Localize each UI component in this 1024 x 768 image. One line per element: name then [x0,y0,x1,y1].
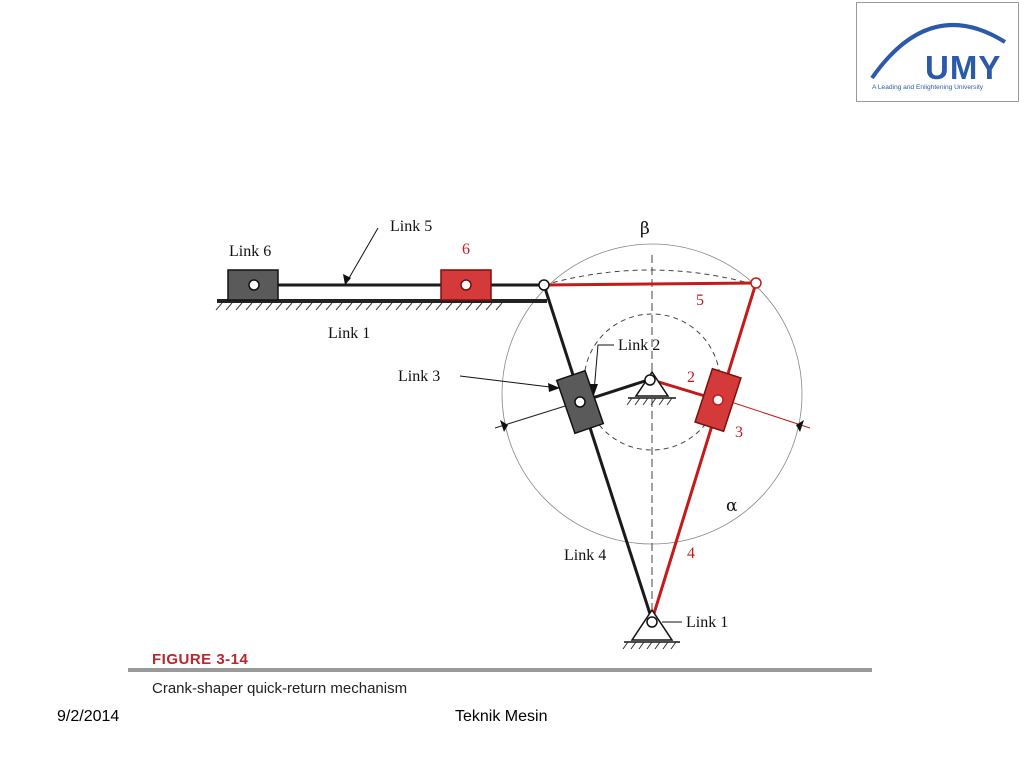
label-link5: Link 5 [390,218,433,235]
leader-link2-arrow [590,384,598,395]
label-link1-bottom: Link 1 [686,614,729,631]
joint-rocker-red [712,394,724,406]
leader-link5 [344,227,379,286]
label-link2: Link 2 [618,337,661,354]
arrow-right [796,420,804,432]
extreme-line-right [724,399,811,429]
label-red-5: 5 [696,292,704,309]
label-red-2: 2 [687,369,695,386]
figure-number: FIGURE 3-14 [152,651,249,668]
joint-top-red [750,277,762,289]
label-link4: Link 4 [564,547,607,564]
umy-logo-arc [870,23,1007,80]
caption-rule [128,668,872,672]
joint-link6 [248,279,260,291]
joint-top-black [538,279,550,291]
ground-hatch [215,302,503,311]
footer-date: 9/2/2014 [57,708,120,725]
label-red-4: 4 [687,545,695,562]
umy-logo [856,2,1019,102]
extreme-line-left [494,401,579,429]
joint-crank-center [644,374,656,386]
joint-rocker-black [574,396,586,408]
link4-black [542,284,654,621]
figure-caption: Crank-shaper quick-return mechanism [152,680,408,697]
leader-link3-arrow [548,383,560,392]
leader-link3 [459,375,559,389]
arrow-left [500,420,508,432]
label-red-6: 6 [462,241,470,258]
leader-link2 [593,344,614,393]
logo-tagline: A Leading and Enlightening University [872,84,984,91]
label-link3: Link 3 [398,368,441,385]
logo-text: UMY [925,49,1002,86]
link5-red [543,281,757,287]
link4-red [650,282,758,621]
label-link6: Link 6 [229,243,272,260]
label-alpha: α [726,496,738,516]
label-beta: β [640,219,650,239]
joint-bottom [646,616,658,628]
label-red-3: 3 [735,424,743,441]
joint-red6 [460,279,472,291]
label-link1-top: Link 1 [328,325,371,342]
ground-track [217,299,547,303]
leader-link5-arrow [343,274,351,285]
footer-title: Teknik Mesin [455,708,548,725]
